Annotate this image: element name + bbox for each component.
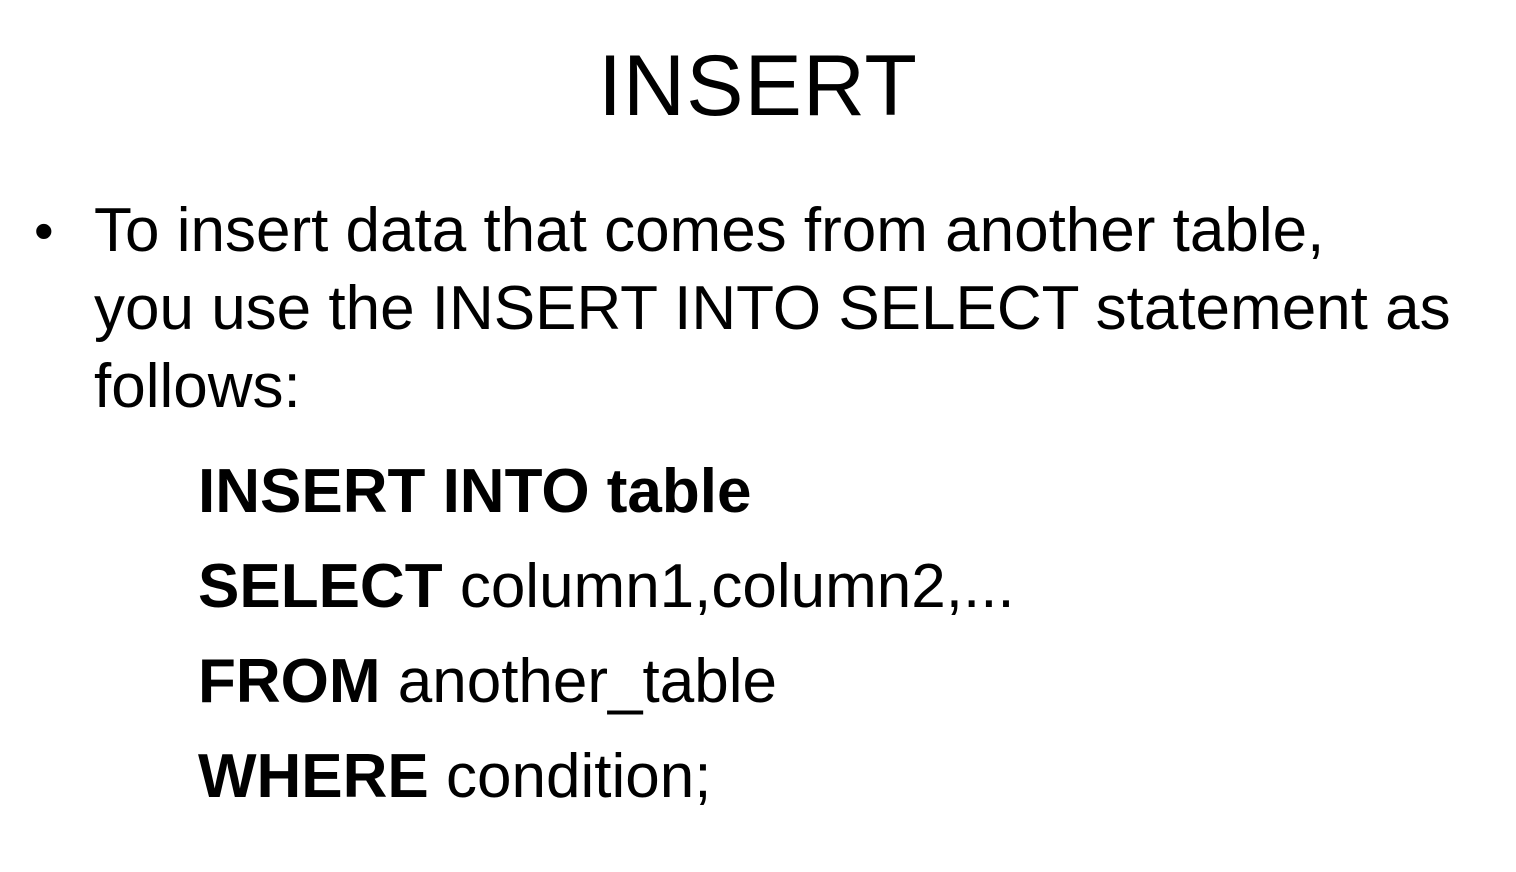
code-line-from: FROM another_table xyxy=(198,634,1398,729)
slide-title: INSERT xyxy=(598,38,918,134)
bullet-text: To insert data that comes from another t… xyxy=(94,192,1494,426)
code-line-where: WHERE condition; xyxy=(198,729,1398,824)
code-line-select: SELECT column1,column2,... xyxy=(198,539,1398,634)
bullet-line-2: you use the INSERT INTO SELECT statement… xyxy=(94,274,1451,343)
sql-keyword: SELECT xyxy=(198,552,443,621)
bullet-line-3: follows: xyxy=(94,352,301,421)
sql-keyword: FROM xyxy=(198,647,381,716)
bullet-line-1: To insert data that comes from another t… xyxy=(94,196,1325,265)
sql-keyword: INSERT INTO table xyxy=(198,457,752,526)
sql-text: column1,column2,... xyxy=(442,552,1015,621)
sql-code-block: INSERT INTO table SELECT column1,column2… xyxy=(198,444,1398,824)
sql-keyword: WHERE xyxy=(198,742,429,811)
sql-text: another_table xyxy=(380,647,777,716)
code-line-insert: INSERT INTO table xyxy=(198,444,1398,539)
sql-text: condition; xyxy=(428,742,712,811)
bullet-icon: • xyxy=(34,199,54,262)
